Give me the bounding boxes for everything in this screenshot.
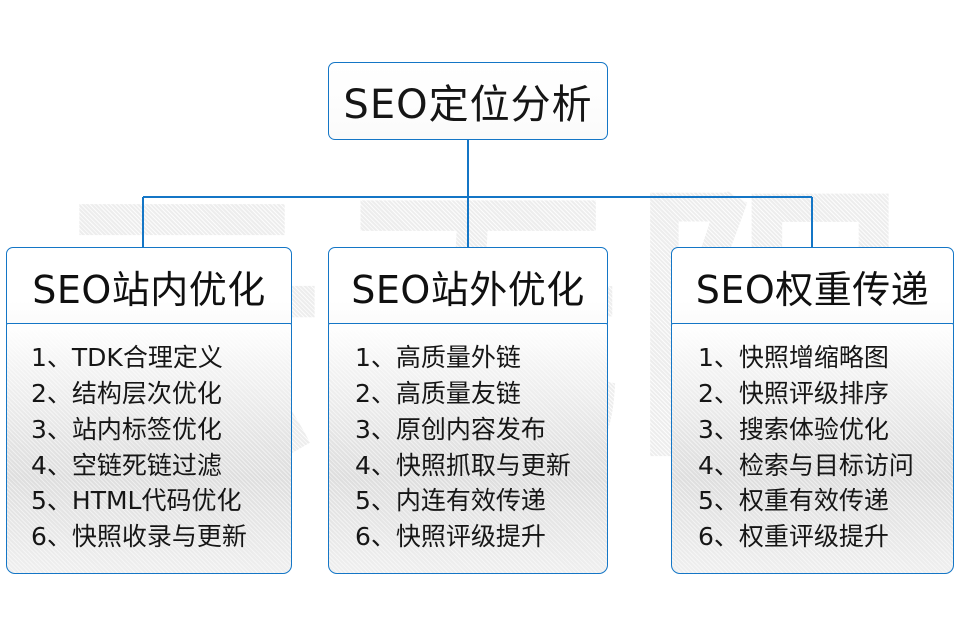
column-body-weight: 1、快照增缩略图 2、快照评级排序 3、搜索体验优化 4、检索与目标访问 5、权… (671, 323, 954, 574)
list-item: 4、快照抓取与更新 (355, 450, 571, 480)
item-list-onsite: 1、TDK合理定义 2、结构层次优化 3、站内标签优化 4、空链死链过滤 5、H… (7, 340, 291, 555)
list-item: 6、快照评级提升 (355, 522, 546, 552)
column-header-onsite[interactable]: SEO站内优化 (6, 247, 292, 325)
list-item: 4、空链死链过滤 (31, 450, 222, 480)
item-list-weight: 1、快照增缩略图 2、快照评级排序 3、搜索体验优化 4、检索与目标访问 5、权… (672, 340, 953, 555)
list-item: 3、原创内容发布 (355, 414, 546, 444)
list-item: 3、站内标签优化 (31, 414, 222, 444)
list-item: 2、快照评级排序 (698, 379, 889, 409)
column-body-onsite: 1、TDK合理定义 2、结构层次优化 3、站内标签优化 4、空链死链过滤 5、H… (6, 323, 292, 574)
list-item: 5、权重有效传递 (698, 486, 889, 516)
column-header-label-onsite: SEO站内优化 (32, 267, 266, 312)
list-item: 4、检索与目标访问 (698, 450, 914, 480)
list-item: 2、结构层次优化 (31, 379, 222, 409)
root-node-label: SEO定位分析 (343, 82, 593, 128)
column-seo-onsite: SEO站内优化 1、TDK合理定义 2、结构层次优化 3、站内标签优化 4、空链… (6, 247, 292, 574)
list-item: 5、内连有效传递 (355, 486, 546, 516)
column-seo-offsite: SEO站外优化 1、高质量外链 2、高质量友链 3、原创内容发布 4、快照抓取与… (328, 247, 608, 574)
list-item: 1、TDK合理定义 (31, 343, 223, 373)
column-body-offsite: 1、高质量外链 2、高质量友链 3、原创内容发布 4、快照抓取与更新 5、内连有… (328, 323, 608, 574)
column-header-weight[interactable]: SEO权重传递 (671, 247, 954, 325)
column-header-offsite[interactable]: SEO站外优化 (328, 247, 608, 325)
column-seo-weight: SEO权重传递 1、快照增缩略图 2、快照评级排序 3、搜索体验优化 4、检索与… (671, 247, 954, 574)
list-item: 6、权重评级提升 (698, 522, 889, 552)
list-item: 3、搜索体验优化 (698, 414, 889, 444)
list-item: 1、快照增缩略图 (698, 343, 889, 373)
list-item: 5、HTML代码优化 (31, 486, 242, 516)
list-item: 6、快照收录与更新 (31, 522, 247, 552)
column-header-label-offsite: SEO站外优化 (351, 267, 585, 312)
list-item: 2、高质量友链 (355, 379, 521, 409)
list-item: 1、高质量外链 (355, 343, 521, 373)
item-list-offsite: 1、高质量外链 2、高质量友链 3、原创内容发布 4、快照抓取与更新 5、内连有… (329, 340, 607, 555)
root-node[interactable]: SEO定位分析 (328, 62, 608, 140)
column-header-label-weight: SEO权重传递 (695, 267, 930, 312)
